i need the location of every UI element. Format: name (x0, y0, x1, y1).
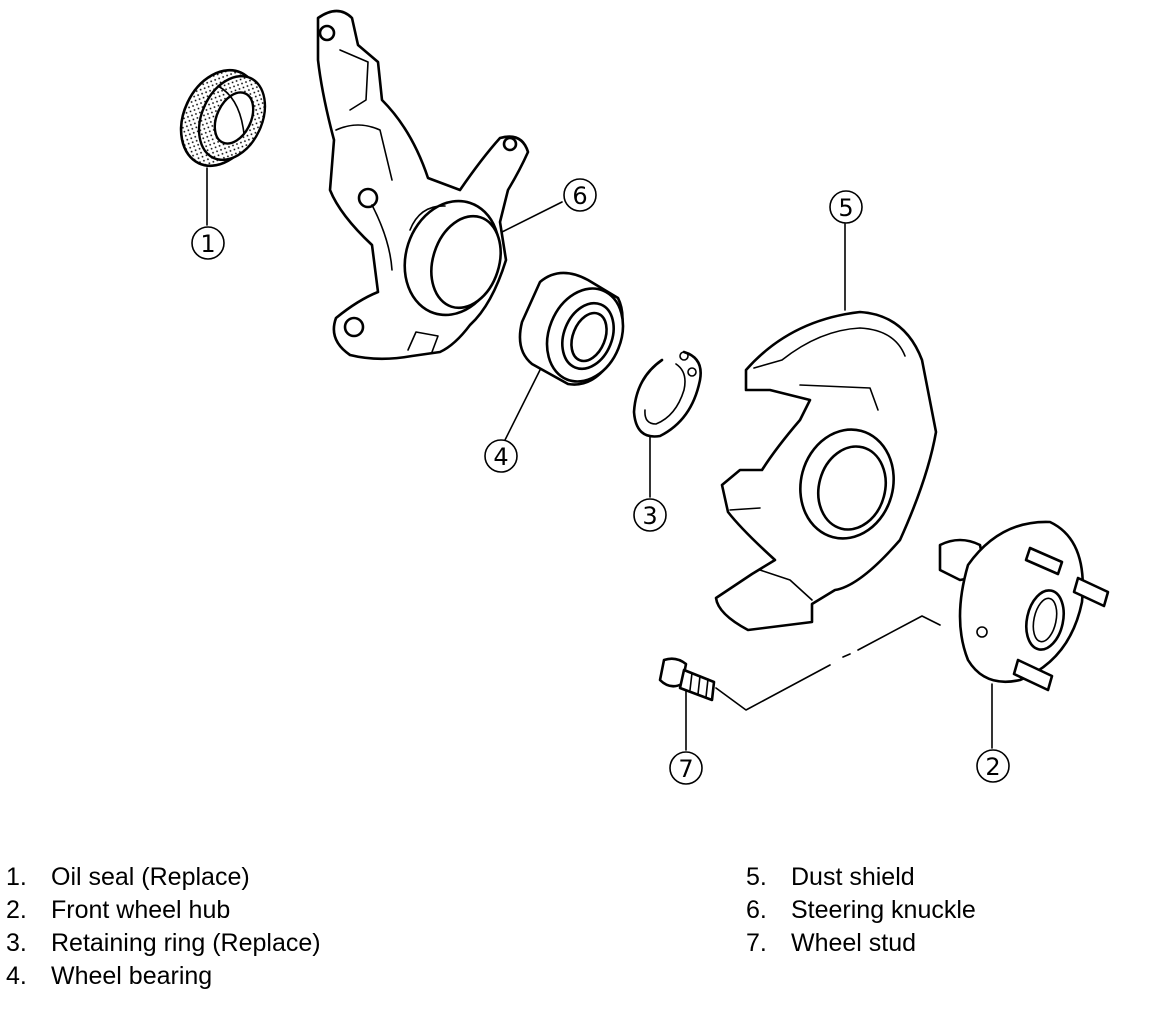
legend-number: 2. (6, 896, 27, 924)
dust-shield-part (714, 310, 938, 632)
legend-number: 1. (6, 863, 27, 891)
legend-item: 5. Dust shield (746, 861, 976, 894)
retaining-ring-part (632, 350, 702, 438)
callout-4: 4 (484, 439, 518, 473)
callout-7: 7 (669, 751, 703, 785)
svg-text:4: 4 (493, 443, 508, 471)
legend-label: Dust shield (791, 863, 915, 891)
wheel-bearing-part (518, 271, 625, 386)
legend-item: 3. Retaining ring (Replace) (6, 927, 321, 960)
callout-1: 1 (191, 226, 225, 260)
legend-item: 4. Wheel bearing (6, 960, 321, 993)
legend-number: 7. (746, 929, 767, 957)
svg-text:1: 1 (200, 230, 215, 258)
callout-5: 5 (829, 190, 863, 224)
leader-lines (206, 167, 993, 751)
wheel-stud-part (658, 657, 716, 702)
svg-text:2: 2 (985, 753, 1000, 781)
legend-label: Steering knuckle (791, 896, 976, 924)
legend-number: 3. (6, 929, 27, 957)
legend-label: Wheel bearing (51, 962, 213, 990)
legend-item: 2. Front wheel hub (6, 894, 321, 927)
front-wheel-hub-part (938, 520, 1110, 692)
legend-label: Wheel stud (791, 929, 917, 957)
callout-3: 3 (633, 498, 667, 532)
svg-text:6: 6 (572, 182, 587, 210)
legend-item: 7. Wheel stud (746, 927, 976, 960)
legend-label: Oil seal (Replace) (51, 863, 250, 891)
legend-right-column: 5. Dust shield 6. Steering knuckle 7. Wheel… (746, 861, 976, 960)
svg-text:5: 5 (838, 194, 853, 222)
legend-item: 1. Oil seal (Replace) (6, 861, 321, 894)
legend-number: 5. (746, 863, 767, 891)
steering-knuckle-part (316, 9, 530, 361)
legend-number: 6. (746, 896, 767, 924)
oil-seal-part (179, 68, 267, 168)
callout-2: 2 (976, 749, 1010, 783)
legend-item: 6. Steering knuckle (746, 894, 976, 927)
legend-label: Retaining ring (Replace) (51, 929, 321, 957)
callout-6: 6 (563, 178, 597, 212)
legend-label: Front wheel hub (51, 896, 231, 924)
legend-left-column: 1. Oil seal (Replace) 2. Front wheel hub 3… (6, 861, 321, 993)
legend-number: 4. (6, 962, 27, 990)
svg-text:3: 3 (642, 502, 657, 530)
svg-text:7: 7 (678, 755, 693, 783)
